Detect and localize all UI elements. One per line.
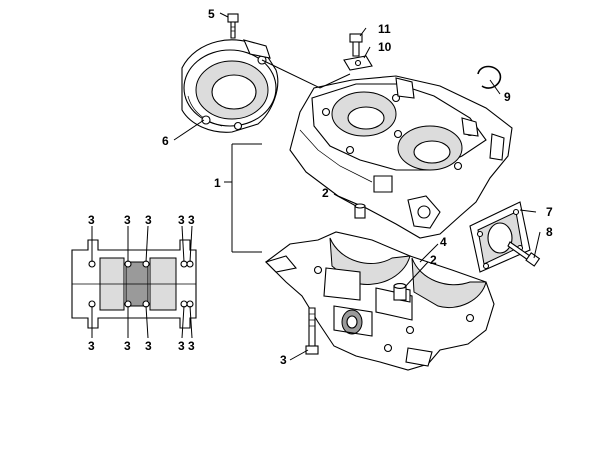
callout-4: 4 <box>440 235 447 249</box>
dowel-pin-part-2a <box>354 203 366 219</box>
callout-7: 7 <box>546 205 553 219</box>
bolt-part-5 <box>227 13 239 39</box>
callout-9: 9 <box>504 90 511 104</box>
callout-8: 8 <box>546 225 553 239</box>
inset-label-top-3: 3 <box>145 213 152 227</box>
lower-crankcase <box>264 231 495 371</box>
callout-3-bolt: 3 <box>280 353 287 367</box>
inset-label-top-1: 3 <box>88 213 95 227</box>
callout-labels: 5 11 10 9 6 1 2 7 8 4 2 3 3 3 3 3 3 3 3 … <box>88 7 553 367</box>
inset-label-bottom-1: 3 <box>88 339 95 353</box>
callout-11: 11 <box>378 22 391 36</box>
inset-label-top-2: 3 <box>124 213 131 227</box>
plate-part-10 <box>343 55 373 71</box>
flange-plate-part-7 <box>469 201 531 273</box>
inset-label-bottom-4: 3 <box>178 339 185 353</box>
starter-cover-part-6 <box>181 39 279 133</box>
callout-10: 10 <box>378 40 392 54</box>
inset-label-bottom-3: 3 <box>145 339 152 353</box>
inset-label-bottom-5: 3 <box>188 339 195 353</box>
leader-lines <box>91 12 541 361</box>
bolt-part-11 <box>349 33 363 57</box>
callout-2a: 2 <box>322 186 329 200</box>
long-bolt-part-3 <box>305 307 319 355</box>
dowel-pin-part-2b <box>393 283 407 301</box>
snap-ring-part-9 <box>477 65 502 89</box>
callout-5: 5 <box>208 7 215 21</box>
upper-crankcase-part-1 <box>289 75 513 239</box>
inset-label-top-4: 3 <box>178 213 185 227</box>
callout-1: 1 <box>214 176 221 190</box>
callout-6: 6 <box>162 134 169 148</box>
inset-label-top-5: 3 <box>188 213 195 227</box>
callout-2b: 2 <box>430 253 437 267</box>
inset-label-bottom-2: 3 <box>124 339 131 353</box>
bolt-pattern-inset <box>71 239 197 329</box>
bolt-part-8 <box>507 241 541 267</box>
